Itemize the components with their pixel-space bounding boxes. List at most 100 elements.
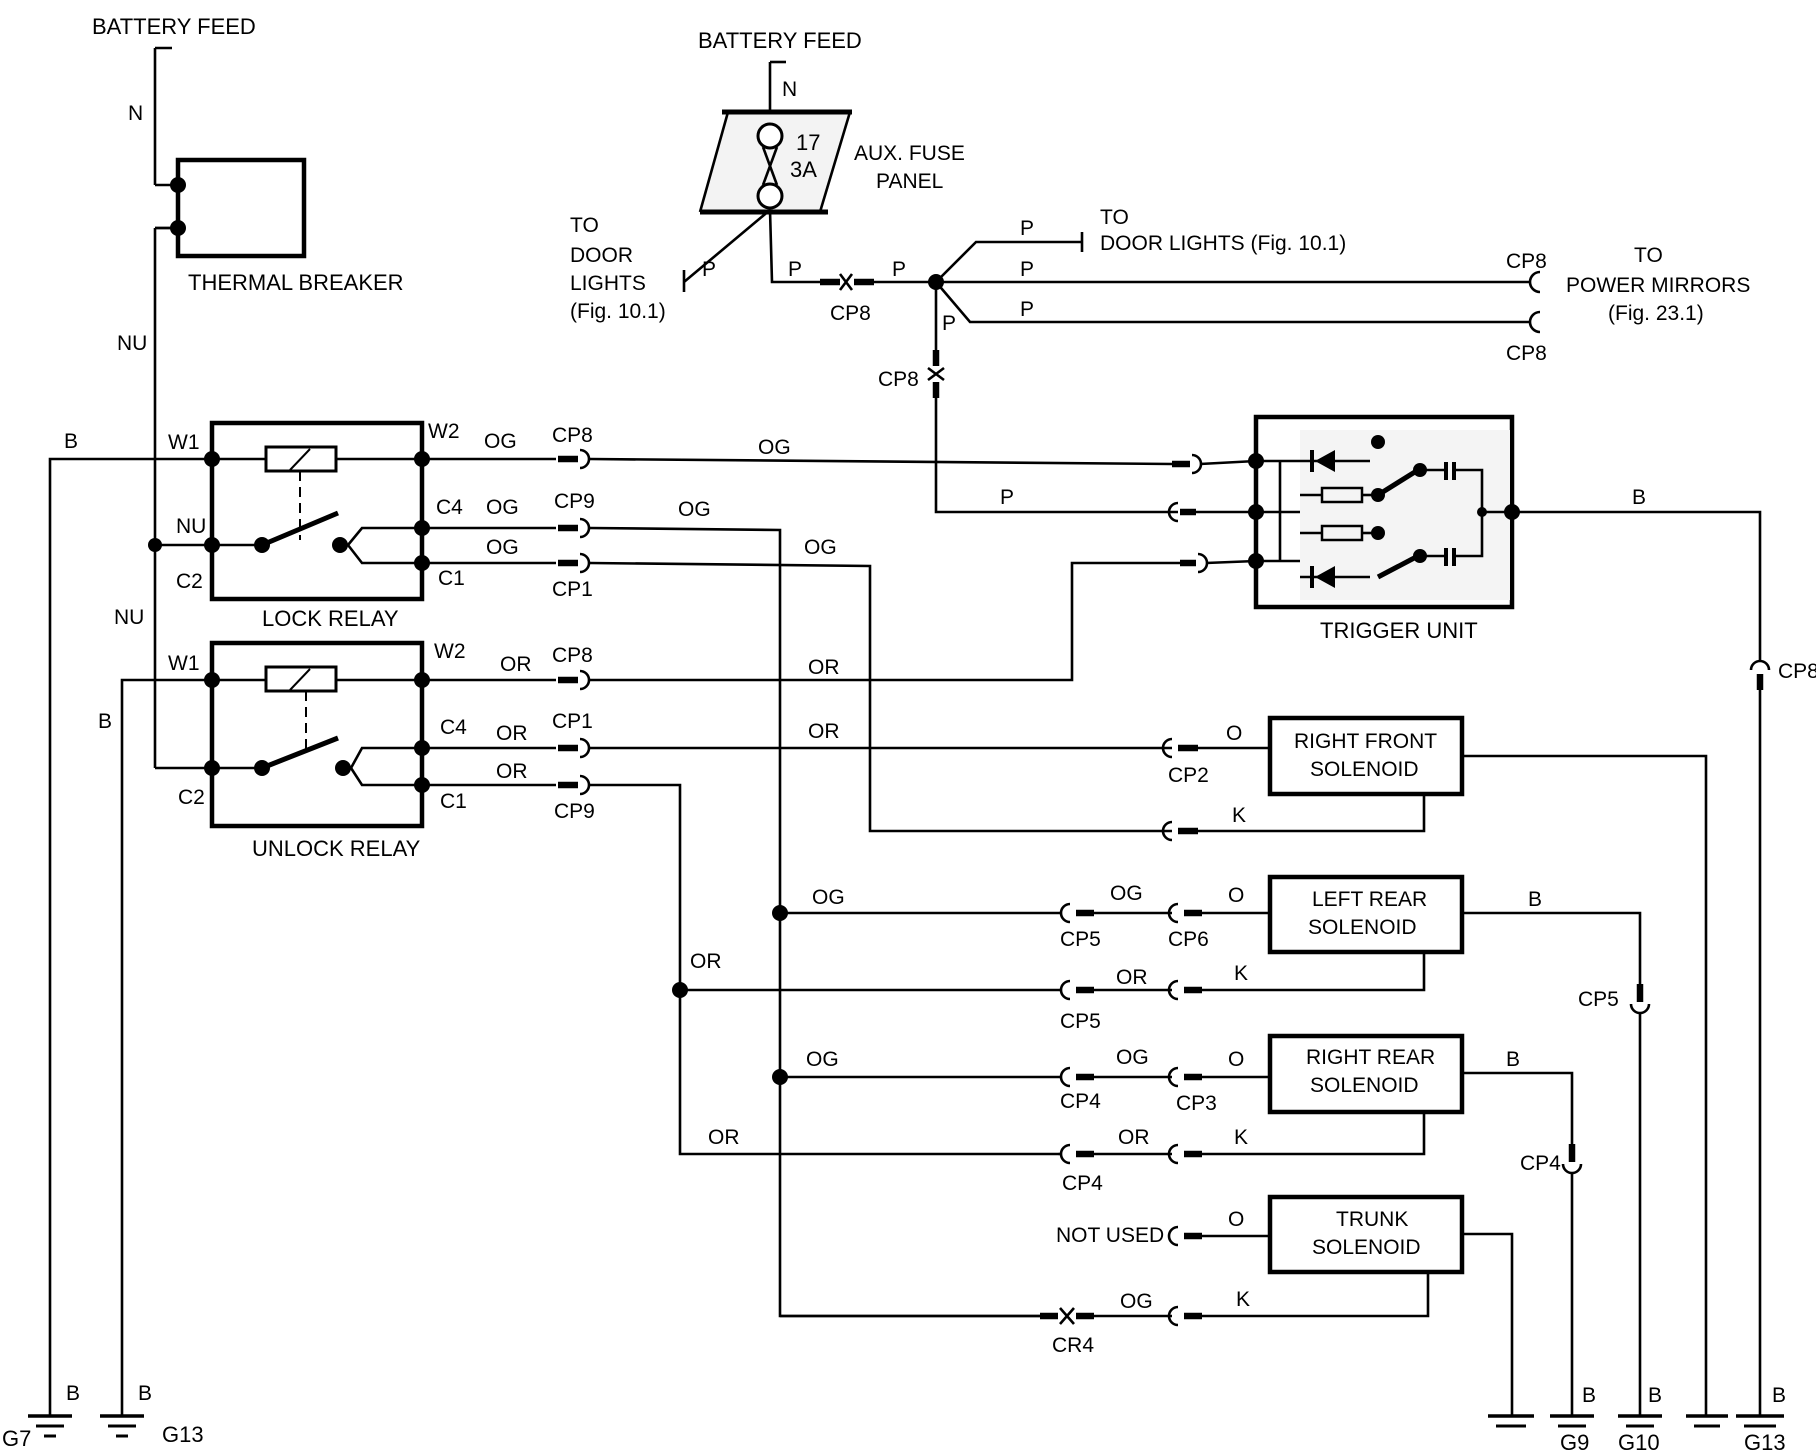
lock-relay-outputs: OG CP9 OG OG CP1 OG [422, 490, 1172, 1318]
connector-cp1-unlock: CP1 [552, 710, 593, 733]
trunk-solenoid-label-1: TRUNK [1336, 1208, 1408, 1231]
wire-label-k-rf: K [1232, 804, 1246, 827]
wire-label-p-mirror-2: P [1020, 298, 1034, 321]
wire-label-b-g7: B [66, 1382, 80, 1405]
wire-label-or-lr: OR [690, 950, 722, 973]
thermal-breaker-label: THERMAL BREAKER [188, 270, 404, 295]
wire-label-og-lr-1: OG [812, 886, 845, 909]
connector-cp8-mirror-1: CP8 [1506, 250, 1547, 273]
trunk-solenoid-label-2: SOLENOID [1312, 1236, 1421, 1259]
wire-label-og-rr-1: OG [806, 1048, 839, 1071]
fuse-number: 17 [796, 130, 820, 155]
right-rear-solenoid-label-2: SOLENOID [1310, 1074, 1419, 1097]
wire-label-nu-1: NU [117, 332, 147, 355]
ground-label-g10: G10 [1618, 1430, 1660, 1455]
wire-label-og-to-trigger: OG [758, 436, 791, 459]
wire-label-og-w2-lock: OG [484, 430, 517, 453]
wire-label-n-left: N [128, 102, 143, 125]
wire-label-b-unlock: B [98, 710, 112, 733]
fuse-rating: 3A [790, 157, 817, 182]
lock-relay-c4: C4 [436, 496, 463, 519]
ground-symbol-g7: G7 [2, 1414, 72, 1451]
fuse-output-wiring: TO DOOR LIGHTS (Fig. 10.1) P P CP8 P [570, 209, 944, 325]
wire-label-og-c1-lock: OG [486, 536, 519, 559]
ground-label-g9: G9 [1560, 1430, 1589, 1455]
to-door-lights-right-1: TO [1100, 206, 1129, 229]
splice-p-branches: P TO DOOR LIGHTS (Fig. 10.1) P P CP8 CP8… [878, 206, 1750, 514]
connector-cp5-lr-or: CP5 [1060, 1010, 1101, 1033]
unlock-relay-label: UNLOCK RELAY [252, 836, 421, 861]
wire-label-p-door-right: P [1020, 217, 1034, 240]
wire-label-nu-3: NU [114, 606, 144, 629]
wire-label-b-rr: B [1506, 1048, 1520, 1071]
wire-label-k-rr: K [1234, 1126, 1248, 1149]
wire-label-or-rr-2: OR [1118, 1126, 1150, 1149]
left-ground-wires: B B B B G7 G13 [2, 430, 212, 1451]
wire-label-or-rr: OR [708, 1126, 740, 1149]
battery-feed-center: BATTERY FEED N [698, 28, 862, 110]
connector-cp9-lock: CP9 [554, 490, 595, 513]
lock-relay-c1: C1 [438, 567, 465, 590]
unlock-relay-w1: W1 [168, 652, 200, 675]
right-rear-solenoid-label-1: RIGHT REAR [1306, 1046, 1435, 1069]
connector-cp8-lock-w2: CP8 [552, 424, 593, 447]
nu-bus: NU NU NU [114, 226, 212, 770]
wire-label-k-lr: K [1234, 962, 1248, 985]
wire-label-p-mirror-1: P [1020, 258, 1034, 281]
connector-cp6: CP6 [1168, 928, 1209, 951]
ground-label-g7: G7 [2, 1426, 31, 1451]
wire-label-b-g13-right: B [1772, 1384, 1786, 1407]
unlock-relay: W1 W2 C4 C1 C2 UNLOCK RELAY [168, 640, 467, 861]
to-door-lights-right-2: DOOR LIGHTS (Fig. 10.1) [1100, 232, 1346, 255]
connector-cp3: CP3 [1176, 1092, 1217, 1115]
connector-cp8-fuse: CP8 [830, 302, 871, 325]
connector-cp8-vertical: CP8 [878, 368, 919, 391]
connector-cp8-mirror-2: CP8 [1506, 342, 1547, 365]
wire-label-k-trunk: K [1236, 1288, 1250, 1311]
unlock-relay-c1: C1 [440, 790, 467, 813]
to-power-mirrors-3: (Fig. 23.1) [1608, 302, 1704, 325]
wire-label-b-lr: B [1528, 888, 1542, 911]
connector-cp1-lock: CP1 [552, 578, 593, 601]
wire-label-og-trunk: OG [1120, 1290, 1153, 1313]
trigger-unit-inputs: OG CP8 OG [422, 424, 1257, 682]
to-door-lights-left-4: (Fig. 10.1) [570, 300, 666, 323]
wire-label-b-trigger: B [1632, 486, 1646, 509]
connector-cp8-unlock-w2: CP8 [552, 644, 593, 667]
battery-feed-center-label: BATTERY FEED [698, 28, 862, 53]
wire-label-og-rr-2: OG [1116, 1046, 1149, 1069]
wire-label-or-c4-unlock: OR [496, 722, 528, 745]
trigger-unit: TRIGGER UNIT [1248, 414, 1520, 643]
lock-relay: W1 W2 C4 C1 C2 LOCK RELAY [168, 420, 465, 631]
aux-fuse-label-2: PANEL [876, 170, 943, 193]
left-rear-solenoid-label-2: SOLENOID [1308, 916, 1417, 939]
left-rear-solenoid: LEFT REAR SOLENOID OG CP5 OG CP6 O CP5 O… [680, 874, 1662, 1455]
wire-label-b-g13-left: B [138, 1382, 152, 1405]
aux-fuse-panel: 17 3A AUX. FUSE PANEL [698, 109, 965, 215]
lock-relay-label: LOCK RELAY [262, 606, 399, 631]
to-door-lights-left-2: DOOR [570, 244, 633, 267]
to-door-lights-left-1: TO [570, 214, 599, 237]
connector-cp5-lr-og: CP5 [1060, 928, 1101, 951]
to-door-lights-left-3: LIGHTS [570, 272, 646, 295]
unlock-relay-c4: C4 [440, 716, 467, 739]
wire-label-o-lr: O [1228, 884, 1244, 907]
not-used-label: NOT USED [1056, 1224, 1164, 1247]
wire-label-og-lr-2: OG [1110, 882, 1143, 905]
lock-relay-w2: W2 [428, 420, 460, 443]
battery-feed-left: BATTERY FEED N [92, 14, 256, 185]
wire-label-p-fuse: P [788, 258, 802, 281]
trigger-unit-label: TRIGGER UNIT [1320, 618, 1478, 643]
wire-label-nu-2: NU [176, 515, 206, 538]
trigger-unit-ground: B CP8 B G13 [1512, 486, 1816, 1455]
wire-label-og-rf: OG [804, 536, 837, 559]
right-front-solenoid-label-2: SOLENOID [1310, 758, 1419, 781]
connector-cp4-rr-ground: CP4 [1520, 1152, 1561, 1175]
wire-label-or-to-trigger: OR [808, 656, 840, 679]
wire-label-og-bus: OG [678, 498, 711, 521]
right-front-solenoid-label-1: RIGHT FRONT [1294, 730, 1437, 753]
trunk-solenoid: TRUNK SOLENOID NOT USED O CR4 OG K [780, 1194, 1534, 1428]
to-power-mirrors-2: POWER MIRRORS [1566, 274, 1750, 297]
connector-cp8-trigger-ground: CP8 [1778, 660, 1816, 683]
